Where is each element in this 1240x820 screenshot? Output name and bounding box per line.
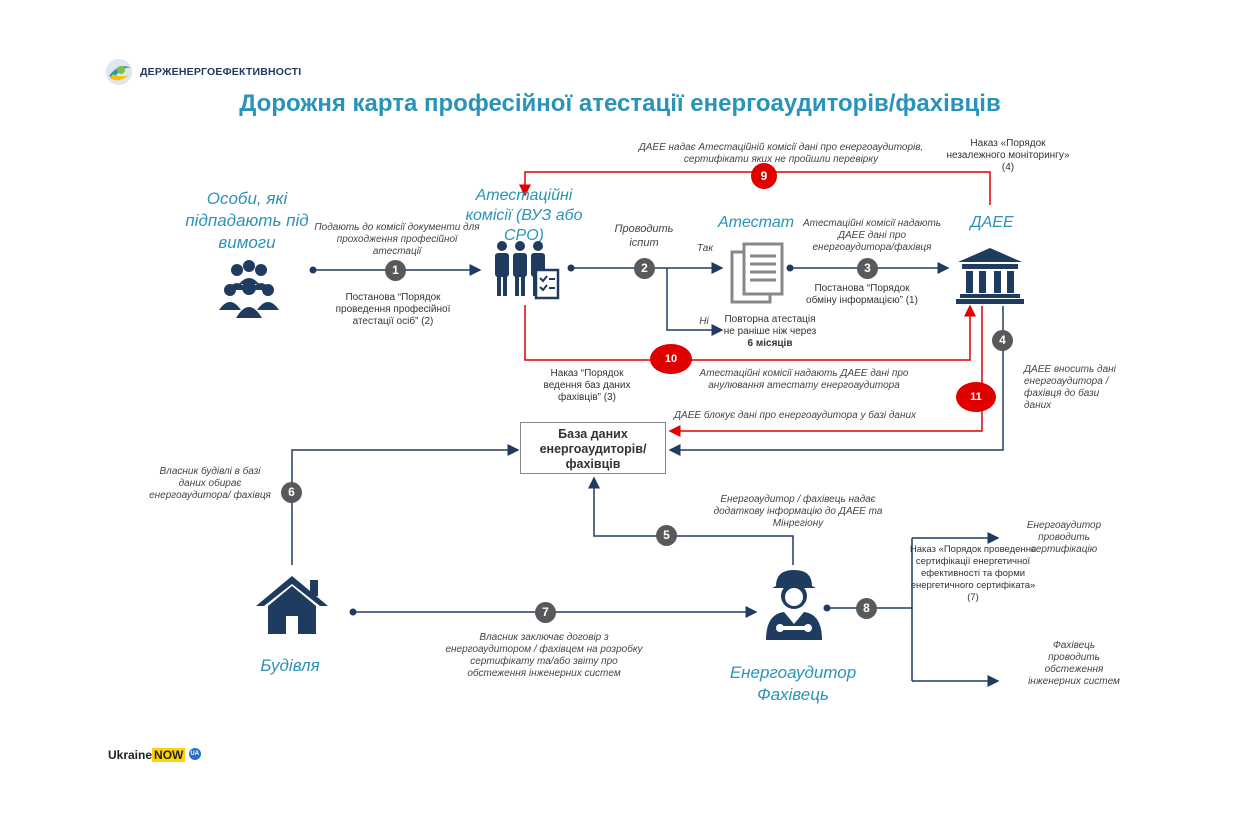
ukraine-now-badge: UA: [188, 748, 201, 760]
actor-certificate: Атестат: [717, 214, 795, 231]
certificate-document-icon: [730, 242, 786, 311]
step-badge-5: 5: [656, 525, 677, 546]
retest-period: 6 місяців: [747, 338, 793, 349]
ukraine-now-suffix: NOW: [152, 748, 186, 762]
commission-members-icon: [490, 240, 562, 305]
yes-label: Так: [696, 243, 714, 254]
step9-order-text: Наказ «Порядок незалежного моніторингу» …: [946, 138, 1070, 173]
actor-building: Будівля: [260, 656, 320, 675]
actor-persons: Особи, які підпадають під вимоги: [185, 189, 309, 252]
arrow-step-11: [668, 306, 983, 437]
step2-action-text: Проводить іспит: [614, 223, 674, 249]
step-badge-10: 10: [650, 344, 692, 374]
auditor-database: База даних енергоаудиторів/ фахівців: [520, 422, 666, 474]
page-title: Дорожня карта професійної атестації енер…: [239, 90, 1001, 117]
step-badge-6: 6: [281, 482, 302, 503]
step-badge-3: 3: [857, 258, 878, 279]
step-badge-7: 7: [535, 602, 556, 623]
actor-agency: ДАЕЕ: [970, 214, 1014, 231]
arrow-step-2-no: [666, 268, 724, 336]
people-group-icon: [218, 260, 280, 323]
step6-action-text: Власник будівлі в базі даних обирає енер…: [149, 466, 271, 501]
step-badge-2: 2: [634, 258, 655, 279]
arrow-step-5: [588, 476, 794, 565]
step3-order-text: Постанова “Порядок обміну інформацією” (…: [806, 283, 918, 306]
arrow-step-4: [668, 306, 1004, 456]
ukraine-now-prefix: Ukraine: [108, 748, 153, 762]
step5-action-text: Енергоаудитор / фахівець надає додаткову…: [713, 494, 883, 529]
house-icon: [256, 576, 328, 639]
actor-auditor: Енергоаудитор Фахівець: [729, 663, 857, 704]
retest-label: Повторна атестація не раніше ніж через: [723, 314, 817, 337]
step9-action-text: ДАЕЕ надає Атестаційній комісії дані про…: [638, 142, 924, 165]
step-badge-8: 8: [856, 598, 877, 619]
retest-text: Повторна атестація не раніше ніж через 6…: [718, 314, 822, 350]
government-building-icon: [956, 246, 1024, 309]
step8-order-text: Наказ «Порядок проведення сертифікації е…: [909, 544, 1037, 603]
step10-action-text: Атестаційні комісії надають ДАЕЕ дані пр…: [699, 368, 909, 391]
step-badge-11: 11: [956, 382, 996, 412]
outcome-certification-text: Енергоаудитор проводить сертифікацію: [1026, 520, 1102, 555]
arrow-step-6: [291, 444, 520, 565]
step10-order-text: Наказ “Порядок ведення баз даних фахівці…: [543, 368, 631, 403]
step11-action-text: ДАЕЕ блокує дані про енергоаудитора у ба…: [674, 410, 917, 421]
step3-action-text: Атестаційні комісії надають ДАЕЕ дані пр…: [802, 218, 942, 253]
outcome-survey-text: Фахівець проводить обстеження інженерних…: [1028, 640, 1120, 687]
no-label: Ні: [699, 316, 709, 327]
agency-name: ДЕРЖЕНЕРГОЕФЕКТИВНОСТІ: [140, 66, 302, 78]
agency-logo: [104, 58, 134, 86]
agency-logo-icon: [106, 59, 132, 85]
step7-action-text: Власник заключає договір з енергоаудитор…: [445, 632, 643, 679]
step4-action-text: ДАЕЕ вносить дані енергоаудитора /фахівц…: [1024, 364, 1116, 411]
arrow-step-10: [524, 304, 976, 361]
step1-action-text: Подають до комісії документи для проходж…: [314, 222, 480, 257]
actor-commissions: Атестаційні комісії (ВУЗ або СРО): [465, 187, 583, 244]
step1-order-text: Постанова “Порядок проведення професійно…: [335, 292, 451, 327]
step-badge-9: 9: [751, 163, 777, 189]
step-badge-4: 4: [992, 330, 1013, 351]
auditor-engineer-icon: [762, 568, 826, 645]
step-badge-1: 1: [385, 260, 406, 281]
